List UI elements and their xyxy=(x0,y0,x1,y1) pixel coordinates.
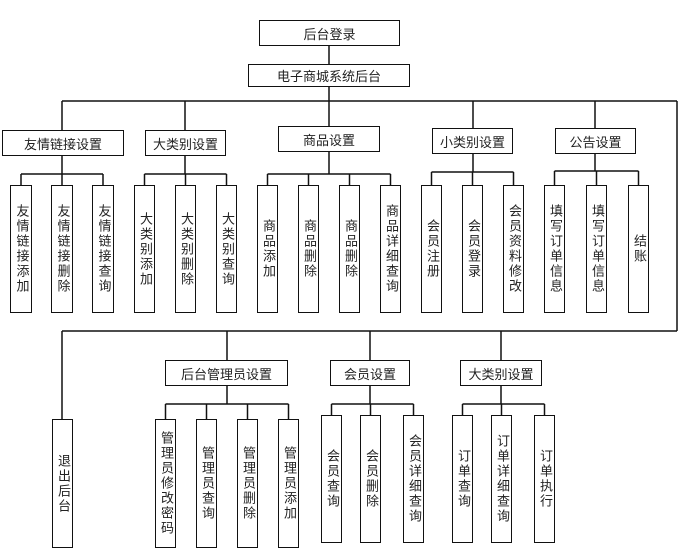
group-node: 大类别设置 xyxy=(145,130,226,156)
node-label: 会员登录 xyxy=(465,219,480,279)
leaf-node: 会员资料修改 xyxy=(503,185,524,313)
node-label: 管理员添加 xyxy=(281,446,296,521)
node-label: 友情链接添加 xyxy=(13,204,29,294)
group-node: 公告设置 xyxy=(555,128,636,154)
leaf-node: 管理员删除 xyxy=(237,419,258,548)
node-label: 大类别添加 xyxy=(137,211,152,287)
leaf-node: 订单查询 xyxy=(452,415,473,543)
node-label: 订单执行 xyxy=(537,449,552,509)
leaf-node: 商品添加 xyxy=(257,185,278,313)
leaf-node: 大类别删除 xyxy=(175,185,196,313)
leaf-node: 管理员查询 xyxy=(196,419,217,548)
node-label: 管理员查询 xyxy=(199,446,214,521)
leaf-node: 会员删除 xyxy=(360,415,381,543)
group-node: 后台管理员设置 xyxy=(165,360,288,386)
leaf-node: 订单执行 xyxy=(534,415,555,543)
leaf-node: 友情链接查询 xyxy=(92,185,114,313)
node-label: 商品删除 xyxy=(342,219,357,279)
leaf-node: 订单详细查询 xyxy=(491,415,512,543)
leaf-node: 友情链接删除 xyxy=(51,185,73,313)
node-label: 结账 xyxy=(631,234,646,264)
node-label: 订单详细查询 xyxy=(494,434,509,524)
leaf-node: 管理员添加 xyxy=(278,419,299,548)
node-backend-login: 后台登录 xyxy=(259,20,400,46)
group-node: 大类别设置 xyxy=(460,360,542,386)
leaf-node: 友情链接添加 xyxy=(10,185,32,313)
leaf-node: 商品删除 xyxy=(339,185,360,313)
node-logout: 退出后台 xyxy=(52,419,73,548)
node-label: 会员资料修改 xyxy=(506,204,521,294)
leaf-node: 商品删除 xyxy=(298,185,319,313)
leaf-node: 填写订单信息 xyxy=(586,185,607,313)
node-label: 订单查询 xyxy=(455,449,470,509)
node-label: 商品详细查询 xyxy=(383,204,398,294)
leaf-node: 会员登录 xyxy=(462,185,483,313)
node-label: 管理员修改密码 xyxy=(158,431,173,536)
node-label: 填写订单信息 xyxy=(547,204,562,294)
node-label: 退出后台 xyxy=(55,453,70,514)
node-label: 会员详细查询 xyxy=(406,434,421,524)
group-node: 商品设置 xyxy=(278,126,380,152)
node-label: 商品删除 xyxy=(301,219,316,279)
node-label: 大类别删除 xyxy=(178,211,193,287)
node-label: 友情链接删除 xyxy=(54,204,70,294)
leaf-node: 会员查询 xyxy=(321,415,342,543)
node-label: 商品添加 xyxy=(260,219,275,279)
leaf-node: 商品详细查询 xyxy=(380,185,401,313)
node-label: 填写订单信息 xyxy=(589,204,604,294)
node-label: 管理员删除 xyxy=(240,446,255,521)
leaf-node: 大类别查询 xyxy=(216,185,237,313)
group-node: 会员设置 xyxy=(330,360,410,386)
node-label: 友情链接查询 xyxy=(95,204,111,294)
node-label: 大类别查询 xyxy=(219,211,234,287)
leaf-node: 会员注册 xyxy=(421,185,442,313)
node-label: 会员注册 xyxy=(424,219,439,279)
leaf-node: 结账 xyxy=(628,185,649,313)
leaf-node: 管理员修改密码 xyxy=(155,419,176,548)
group-node: 友情链接设置 xyxy=(2,130,124,156)
node-label: 会员查询 xyxy=(324,449,339,509)
group-node: 小类别设置 xyxy=(432,128,513,154)
leaf-node: 大类别添加 xyxy=(134,185,155,313)
node-label: 会员删除 xyxy=(363,449,378,509)
leaf-node: 会员详细查询 xyxy=(403,415,424,543)
node-ecommerce-backend: 电子商城系统后台 xyxy=(248,64,410,87)
leaf-node: 填写订单信息 xyxy=(544,185,565,313)
